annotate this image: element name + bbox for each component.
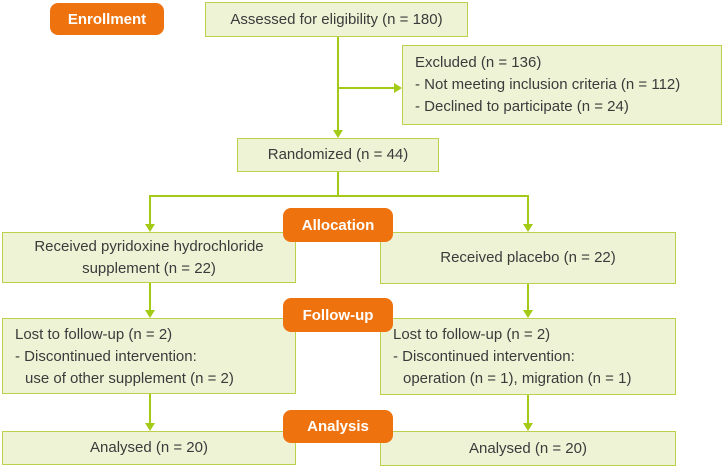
- box-allocation-pyridoxine: Received pyridoxine hydrochloride supple…: [2, 232, 296, 283]
- box-line: - Discontinued intervention:: [15, 348, 197, 365]
- box-allocation-placebo: Received placebo (n = 22): [380, 232, 676, 284]
- box-line: Lost to follow-up (n = 2): [393, 326, 551, 343]
- box-analysed-placebo: Analysed (n = 20): [380, 431, 676, 466]
- arrow-to-excluded: [337, 87, 394, 89]
- box-line: - Discontinued intervention:: [393, 348, 575, 365]
- stage-badge-analysis: Analysis: [283, 410, 393, 443]
- arrowhead-right-icon: [394, 83, 402, 93]
- arrowhead-down-icon: [145, 224, 155, 232]
- stage-badge-enrollment: Enrollment: [50, 3, 164, 35]
- arrow-assessed-to-randomized: [337, 37, 339, 130]
- box-followup-pyridoxine: Lost to follow-up (n = 2) - Discontinued…: [2, 318, 296, 394]
- arrowhead-down-icon: [523, 310, 533, 318]
- arrowhead-down-icon: [145, 310, 155, 318]
- box-line: Assessed for eligibility (n = 180): [230, 10, 443, 28]
- box-line: operation (n = 1), migration (n = 1): [403, 370, 632, 387]
- box-line: - Declined to participate (n = 24): [415, 98, 629, 115]
- box-excluded: Excluded (n = 136) - Not meeting inclusi…: [402, 45, 722, 125]
- box-line: - Not meeting inclusion criteria (n = 11…: [415, 76, 681, 93]
- arrow-split-to-alloc-right: [527, 195, 529, 224]
- arrowhead-down-icon: [523, 423, 533, 431]
- box-followup-placebo: Lost to follow-up (n = 2) - Discontinued…: [380, 318, 676, 395]
- arrow-fu-to-analysed-right: [527, 395, 529, 423]
- box-line: Lost to follow-up (n = 2): [15, 326, 173, 343]
- box-line: Received pyridoxine hydrochloride: [34, 237, 264, 255]
- arrow-split-to-alloc-left: [149, 195, 151, 224]
- arrow-alloc-to-fu-left: [149, 283, 151, 310]
- stage-badge-follow-up: Follow-up: [283, 298, 393, 332]
- box-assessed-eligibility: Assessed for eligibility (n = 180): [205, 2, 468, 37]
- box-analysed-pyridoxine: Analysed (n = 20): [2, 431, 296, 465]
- arrow-randomized-stem: [337, 172, 339, 197]
- box-line: Received placebo (n = 22): [440, 249, 616, 266]
- box-line: Randomized (n = 44): [267, 146, 409, 163]
- arrowhead-down-icon: [523, 224, 533, 232]
- box-line: Analysed (n = 20): [90, 439, 208, 456]
- box-randomized: Randomized (n = 44): [237, 138, 439, 172]
- arrowhead-down-icon: [145, 423, 155, 431]
- box-line: supplement (n = 22): [82, 259, 216, 277]
- arrow-alloc-to-fu-right: [527, 284, 529, 310]
- box-line: Analysed (n = 20): [469, 439, 587, 457]
- arrowhead-down-icon: [333, 130, 343, 138]
- arrow-fu-to-analysed-left: [149, 394, 151, 423]
- box-line: use of other supplement (n = 2): [25, 370, 234, 387]
- arrow-split-bar: [149, 195, 529, 197]
- stage-badge-allocation: Allocation: [283, 208, 393, 242]
- box-line: Excluded (n = 136): [415, 54, 542, 71]
